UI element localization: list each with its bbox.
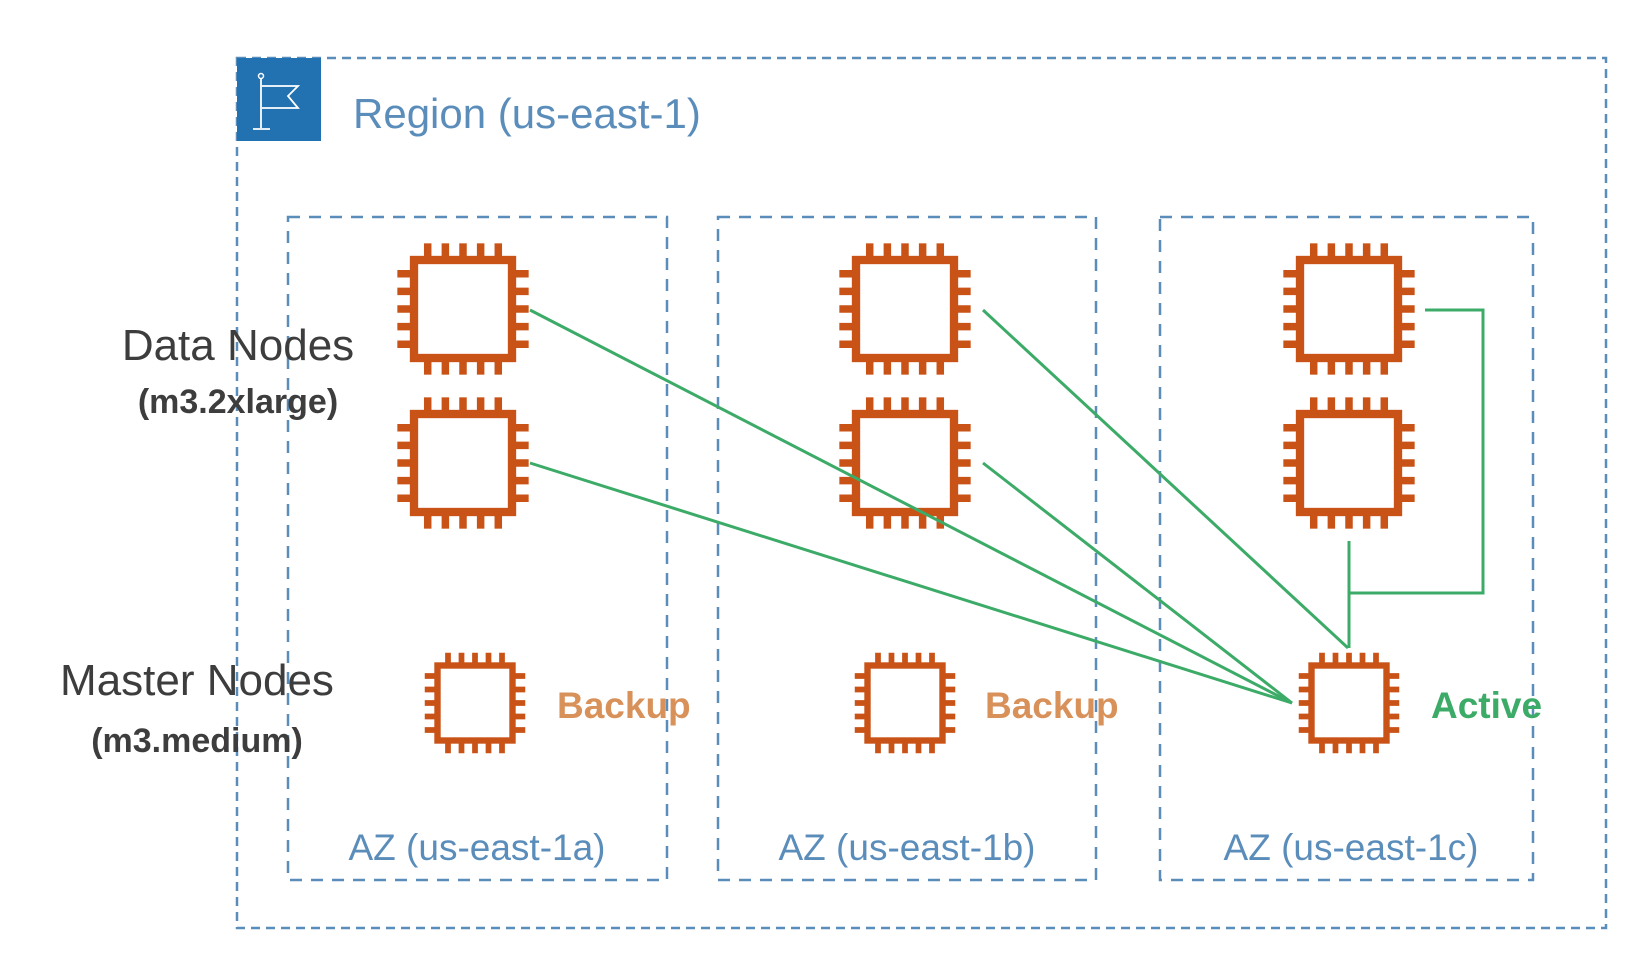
az-label: AZ (us-east-1c) <box>1224 827 1479 868</box>
flag-icon <box>237 58 321 141</box>
master-nodes-label: Master Nodes (m3.medium) <box>60 656 334 760</box>
connection-line <box>981 308 1350 650</box>
data-nodes-label: Data Nodes (m3.2xlarge) <box>122 321 354 421</box>
data-node-chip-icon-az-1b-2 <box>839 397 971 529</box>
region-label: Region (us-east-1) <box>353 90 701 137</box>
az-border <box>716 215 1098 882</box>
master-status-backup-1a: Backup <box>557 685 691 726</box>
az-border <box>286 215 669 882</box>
region-border <box>235 56 1608 930</box>
az-label: AZ (us-east-1b) <box>778 827 1035 868</box>
connection-line <box>1349 308 1485 595</box>
az-us-east-1a: AZ (us-east-1a) <box>286 215 669 882</box>
master-node-chip-icon-az-1b <box>854 652 956 754</box>
az-label: AZ (us-east-1a) <box>348 827 605 868</box>
master-status-active-1c: Active <box>1431 685 1542 726</box>
az-us-east-1b: AZ (us-east-1b) <box>716 215 1098 882</box>
data-nodes-title: Data Nodes <box>122 321 354 370</box>
data-nodes-instance-type: (m3.2xlarge) <box>138 383 338 421</box>
data-node-chip-icon-az-1c-1 <box>1283 243 1415 375</box>
master-nodes-instance-type: (m3.medium) <box>91 722 303 760</box>
az-us-east-1c: AZ (us-east-1c) <box>1158 215 1535 882</box>
master-status-backup-1b: Backup <box>985 685 1119 726</box>
data-node-chip-icon-az-1a-2 <box>397 397 529 529</box>
data-node-chip-icon-az-1a-1 <box>397 243 529 375</box>
data-node-chip-icon-az-1c-2 <box>1283 397 1415 529</box>
connection-line <box>982 461 1293 705</box>
az-border <box>1158 215 1535 882</box>
master-nodes-title: Master Nodes <box>60 656 334 705</box>
connections <box>529 308 1485 705</box>
master-node-chip-icon-az-1a <box>424 652 526 754</box>
region-container: Region (us-east-1) <box>235 56 1608 930</box>
chips-layer <box>397 243 1415 754</box>
connection-line <box>529 308 1293 705</box>
master-node-chip-icon-az-1c <box>1298 652 1400 754</box>
data-node-chip-icon-az-1b-1 <box>839 243 971 375</box>
connection-line <box>529 461 1293 705</box>
